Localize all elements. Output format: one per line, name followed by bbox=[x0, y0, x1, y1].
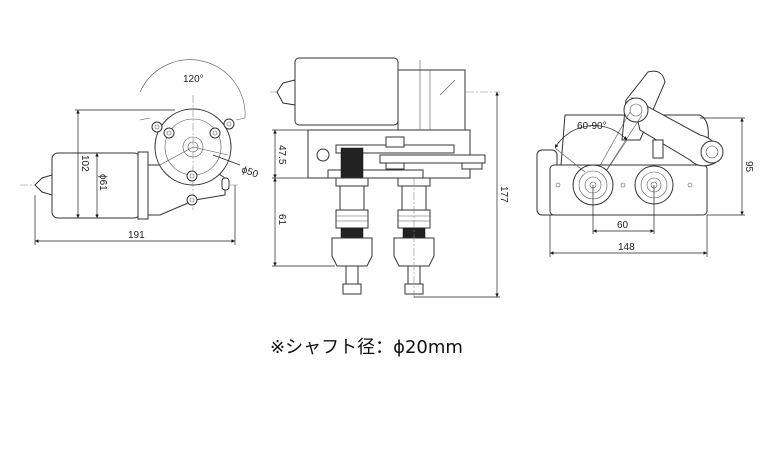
front-view: 120° 102 ϕ61 191 ϕ50 bbox=[20, 59, 260, 245]
bolt-holes bbox=[151, 118, 235, 206]
width-label: 148 bbox=[618, 242, 635, 253]
circle-diameter-label: ϕ50 bbox=[240, 164, 260, 180]
motor-diameter-label: ϕ61 bbox=[97, 174, 108, 191]
plate-height-label: 47.5 bbox=[276, 145, 287, 165]
shaft-right bbox=[393, 177, 435, 300]
shaft-left bbox=[331, 177, 373, 295]
swing-angle-label: 60-90° bbox=[577, 121, 607, 132]
shaft-diameter-caption: ※シャフト径：ϕ20mm bbox=[270, 337, 463, 358]
angle-label: 120° bbox=[183, 74, 204, 85]
total-height-label: 177 bbox=[498, 186, 509, 203]
length-label: 191 bbox=[128, 230, 145, 241]
shaft-length-label: 61 bbox=[276, 214, 287, 226]
height-label: 102 bbox=[79, 155, 90, 172]
top-view: 60-90° 60 148 95 bbox=[536, 70, 754, 257]
side-view: 47.5 61 177 bbox=[270, 57, 509, 300]
height-label-95: 95 bbox=[743, 161, 754, 173]
shaft-pitch-label: 60 bbox=[617, 220, 629, 231]
